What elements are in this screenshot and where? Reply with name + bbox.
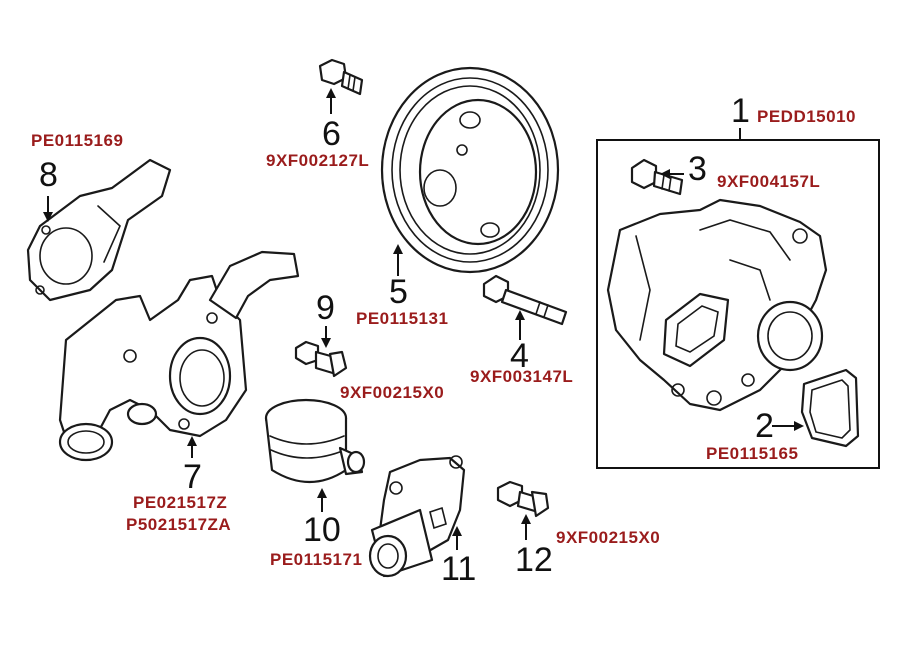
callout-number-3[interactable]: 3 — [688, 150, 707, 188]
bolt-6[interactable] — [318, 58, 364, 96]
gasket-8[interactable] — [26, 158, 172, 302]
thermostat[interactable] — [264, 398, 366, 484]
callout-number-1[interactable]: 1 — [731, 92, 750, 130]
callout-number-10[interactable]: 10 — [303, 511, 341, 549]
part-number-7a[interactable]: PE021517Z — [133, 493, 228, 512]
thermostat-housing[interactable] — [58, 250, 300, 462]
part-number-10[interactable]: PE0115171 — [270, 550, 363, 569]
callout-number-5[interactable]: 5 — [389, 273, 408, 311]
callout-number-6[interactable]: 6 — [322, 115, 341, 153]
leader-lines — [43, 88, 804, 550]
callout-number-7[interactable]: 7 — [183, 458, 202, 496]
thermostat-cover[interactable] — [368, 455, 466, 578]
part-number-1[interactable]: PEDD15010 — [757, 107, 857, 126]
bolt-12[interactable] — [496, 480, 550, 518]
callout-number-11[interactable]: 11 — [441, 550, 477, 588]
callout-number-2[interactable]: 2 — [755, 407, 774, 445]
callout-number-8[interactable]: 8 — [39, 156, 58, 194]
part-number-9[interactable]: 9XF00215X0 — [340, 383, 445, 402]
part-number-8[interactable]: PE0115169 — [31, 131, 124, 150]
bolt-4[interactable] — [482, 274, 568, 326]
part-number-6[interactable]: 9XF002127L — [266, 151, 370, 170]
part-number-7b[interactable]: P5021517ZA — [126, 515, 232, 534]
gasket-2[interactable] — [800, 368, 860, 448]
pulley[interactable] — [380, 66, 560, 274]
part-number-4[interactable]: 9XF003147L — [470, 367, 574, 386]
assembly-box — [596, 139, 880, 469]
bolt-3[interactable] — [630, 158, 684, 196]
callout-number-4[interactable]: 4 — [510, 337, 529, 375]
callout-number-9[interactable]: 9 — [316, 289, 335, 327]
bolt-9[interactable] — [294, 340, 348, 378]
part-number-3[interactable]: 9XF004157L — [717, 172, 821, 191]
water-pump-housing[interactable] — [606, 198, 828, 412]
part-number-5[interactable]: PE0115131 — [356, 309, 449, 328]
part-number-2[interactable]: PE0115165 — [706, 444, 799, 463]
part-number-12[interactable]: 9XF00215X0 — [556, 528, 661, 547]
callout-number-12[interactable]: 12 — [515, 541, 553, 579]
